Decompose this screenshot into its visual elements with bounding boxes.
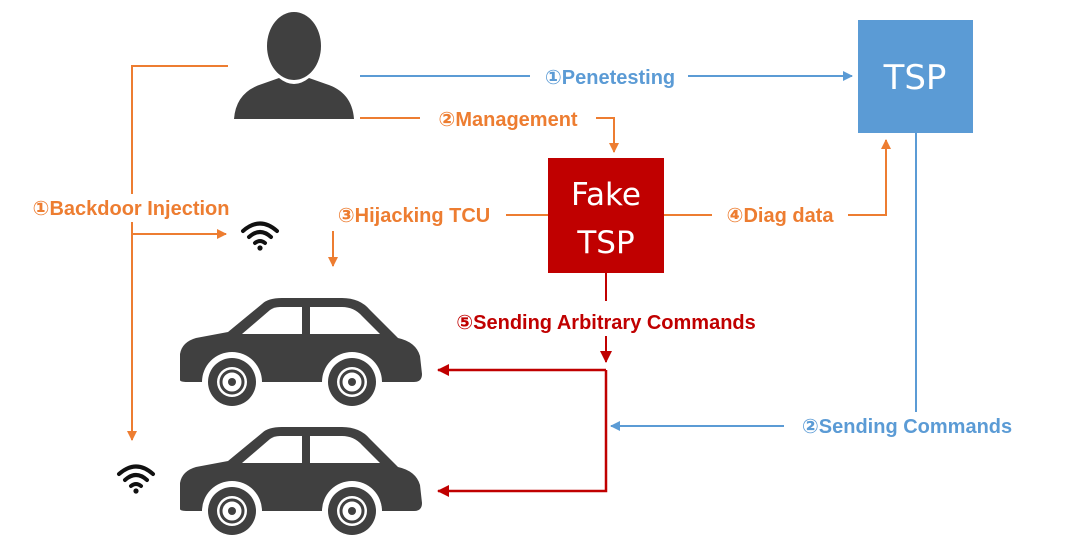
car-icon [178, 296, 424, 408]
car-icon [178, 425, 424, 537]
backdoor-injection-label: ①Backdoor Injection [33, 198, 230, 220]
attacker-silhouette-icon [234, 12, 354, 119]
diag-data-arrow [664, 139, 891, 216]
fake-tsp-label-line1: Fake [571, 177, 641, 213]
management-arrow [360, 117, 619, 153]
diag-data-label: ④Diag data [727, 205, 835, 227]
fake-tsp-label-line2: TSP [576, 225, 634, 261]
sending-arbitrary-commands-arrow [437, 273, 612, 497]
hijacking-tcu-label: ③Hijacking TCU [338, 205, 491, 227]
wifi-icon [117, 464, 155, 494]
hijacking-tcu-arrow [328, 214, 548, 267]
backdoor-injection-arrow [127, 65, 228, 441]
tsp-box [858, 20, 973, 133]
sending-arbitrary-commands-label: ⑤Sending Arbitrary Commands [456, 312, 756, 334]
penetesting-label: ①Penetesting [545, 67, 675, 89]
tsp-label: TSP [883, 58, 947, 98]
fake-tsp-box [548, 158, 664, 273]
management-label: ②Management [438, 109, 578, 131]
sending-commands-label: ②Sending Commands [802, 416, 1012, 438]
wifi-icon [241, 221, 279, 251]
